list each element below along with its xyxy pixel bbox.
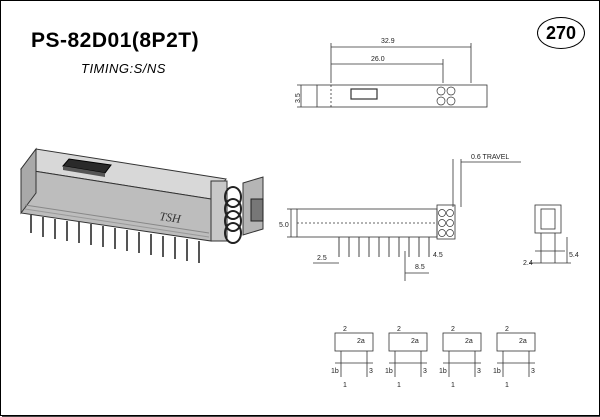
timing-label: TIMING:S/NS <box>81 61 166 76</box>
dim-travel: 0.6 TRAVEL <box>471 154 509 161</box>
dim-height-a: 3.5 <box>295 93 302 103</box>
svg-text:1: 1 <box>343 382 347 389</box>
dim-pin-pitch: 2.5 <box>317 255 327 262</box>
dim-overall-length: 32.9 <box>381 38 395 45</box>
svg-text:3: 3 <box>477 368 481 375</box>
svg-text:1: 1 <box>451 382 455 389</box>
dim-side-pitch: 2.4 <box>523 260 533 267</box>
dim-height-b: 5.0 <box>279 222 289 229</box>
dim-body-length: 26.0 <box>371 56 385 63</box>
top-view-drawing <box>297 43 488 108</box>
svg-text:1b: 1b <box>385 368 393 375</box>
svg-text:2: 2 <box>505 326 509 333</box>
svg-text:1: 1 <box>505 382 509 389</box>
svg-text:3: 3 <box>531 368 535 375</box>
dim-pin-offset: 8.5 <box>415 264 425 271</box>
brand-mark: TSH <box>159 209 183 226</box>
svg-text:2: 2 <box>397 326 401 333</box>
svg-text:2: 2 <box>451 326 455 333</box>
side-view-drawing <box>529 204 571 264</box>
svg-text:2a: 2a <box>357 338 365 345</box>
svg-text:2a: 2a <box>519 338 527 345</box>
svg-text:2: 2 <box>343 326 347 333</box>
circuit-schematic <box>334 332 536 377</box>
svg-text:1: 1 <box>397 382 401 389</box>
svg-text:3: 3 <box>423 368 427 375</box>
page-number-badge: 270 <box>537 17 585 49</box>
svg-text:1b: 1b <box>331 368 339 375</box>
svg-text:1b: 1b <box>493 368 501 375</box>
svg-text:2a: 2a <box>411 338 419 345</box>
switch-illustration: TSH <box>20 147 264 263</box>
svg-text:1b: 1b <box>439 368 447 375</box>
svg-text:2a: 2a <box>465 338 473 345</box>
svg-text:3: 3 <box>369 368 373 375</box>
part-title: PS-82D01(8P2T) <box>31 29 200 52</box>
dim-pin-length: 4.5 <box>433 252 443 259</box>
schematic-labels: 2 2a 1b 3 1 2 2a 1b 3 1 2 2a 1b 3 1 2 2a… <box>331 326 535 389</box>
front-view-drawing <box>287 159 521 281</box>
dim-side-width: 5.4 <box>569 252 579 259</box>
